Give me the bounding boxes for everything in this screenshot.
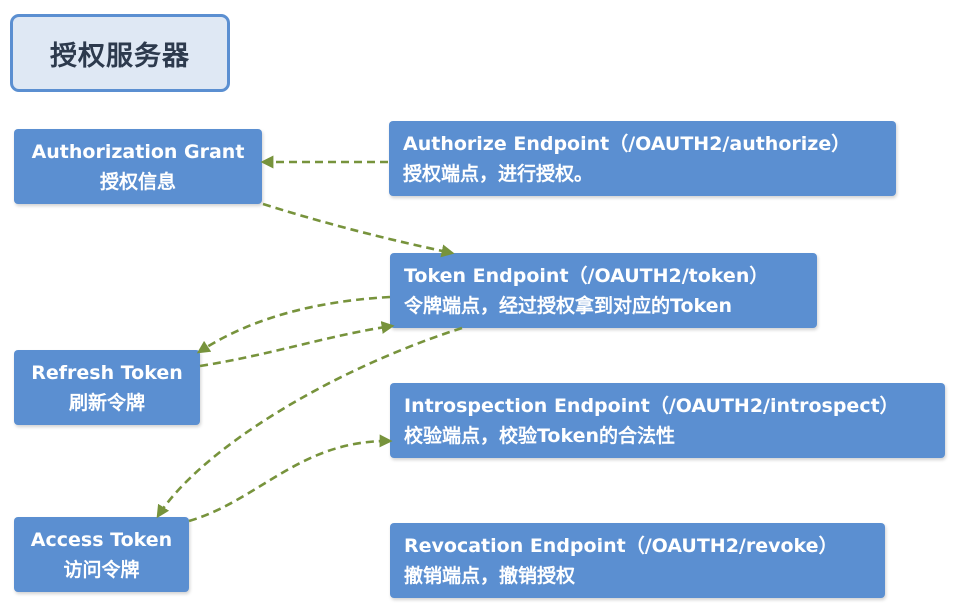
diagram-title: 授权服务器 <box>50 40 190 72</box>
access-token-label: Access Token <box>30 528 173 551</box>
refresh-token-label: Refresh Token <box>31 361 183 384</box>
authorize-endpoint-node: Authorize Endpoint（/OAUTH2/authorize） 授权… <box>389 121 896 196</box>
access-token-node: Access Token 访问令牌 <box>14 517 189 592</box>
title-box: 授权服务器 <box>10 14 230 92</box>
authorize-endpoint-sublabel: 授权端点，进行授权。 <box>403 163 594 185</box>
access-token-sublabel: 访问令牌 <box>63 558 140 581</box>
refresh-token-node: Refresh Token 刷新令牌 <box>14 350 200 425</box>
token-endpoint-node: Token Endpoint（/OAUTH2/token） 令牌端点，经过授权拿… <box>390 253 817 328</box>
arrow-token-to-refresh <box>196 295 391 354</box>
arrow-refresh-to-token <box>199 321 395 368</box>
revocation-endpoint-label: Revocation Endpoint（/OAUTH2/revoke） <box>404 535 838 557</box>
arrow-grant-to-token <box>262 202 455 258</box>
introspection-endpoint-label: Introspection Endpoint（/OAUTH2/introspec… <box>404 395 899 417</box>
revocation-endpoint-sublabel: 撤销端点，撤销授权 <box>404 565 576 587</box>
token-endpoint-sublabel: 令牌端点，经过授权拿到对应的Token <box>404 295 733 317</box>
authorization-grant-sublabel: 授权信息 <box>99 170 176 193</box>
token-endpoint-label: Token Endpoint（/OAUTH2/token） <box>404 265 769 287</box>
introspection-endpoint-sublabel: 校验端点，校验Token的合法性 <box>404 425 676 447</box>
authorization-grant-label: Authorization Grant <box>31 140 245 163</box>
revocation-endpoint-node: Revocation Endpoint（/OAUTH2/revoke） 撤销端点… <box>390 523 885 598</box>
authorize-endpoint-label: Authorize Endpoint（/OAUTH2/authorize） <box>403 133 851 155</box>
introspection-endpoint-node: Introspection Endpoint（/OAUTH2/introspec… <box>390 383 945 458</box>
authorization-grant-node: Authorization Grant 授权信息 <box>14 129 262 204</box>
refresh-token-sublabel: 刷新令牌 <box>68 391 145 414</box>
arrow-access-to-introspection <box>188 434 393 523</box>
